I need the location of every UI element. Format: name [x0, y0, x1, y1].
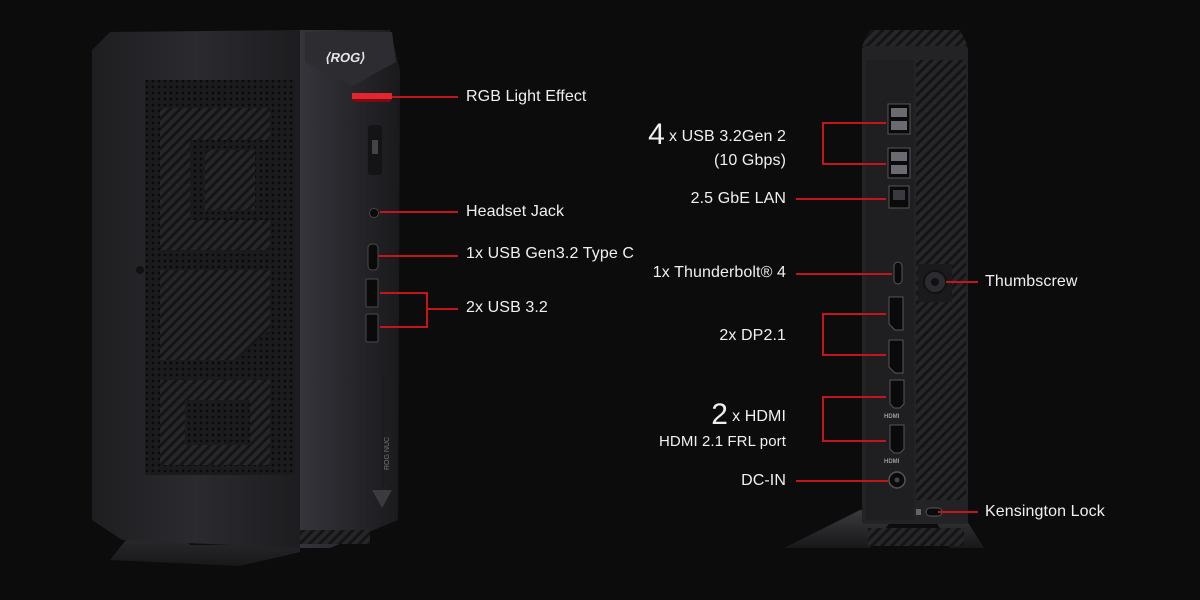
usb32-port-2: [365, 313, 379, 343]
svg-text:HDMI: HDMI: [884, 459, 900, 465]
callout-line-kensington: [938, 511, 978, 513]
callout-line-usbc: [378, 255, 458, 257]
dp-port-2: [888, 339, 904, 374]
callout-line-lan: [796, 198, 886, 200]
callout-bracket-usb32: [380, 292, 428, 294]
callout-line-headset: [380, 211, 458, 213]
label-kensington-lock: Kensington Lock: [985, 503, 1105, 520]
label-hdmi-sub: HDMI 2.1 FRL port: [658, 433, 786, 450]
svg-text:ROG NUC: ROG NUC: [384, 437, 391, 470]
hdmi-port-1: [889, 379, 905, 409]
usb-gen2-text: x USB 3.2Gen 2: [668, 128, 786, 145]
dp-port-1: [888, 296, 904, 331]
callout-line-thumbscrew: [946, 281, 978, 283]
callout-bracket-hdmi: [822, 396, 886, 398]
label-usb-c: 1x USB Gen3.2 Type C: [466, 245, 635, 262]
usb32-port-1: [365, 278, 379, 308]
hdmi-count: 2: [711, 398, 729, 431]
label-lan: 2.5 GbE LAN: [690, 190, 786, 207]
front-mesh-panel: [145, 80, 295, 475]
thunderbolt-port: [893, 261, 903, 285]
usb-gen2-count: 4: [648, 118, 665, 151]
label-headset-jack: Headset Jack: [466, 203, 565, 220]
svg-text:HDMI: HDMI: [884, 414, 900, 420]
label-dp: 2x DP2.1: [719, 327, 786, 344]
rgb-light-strip: [352, 93, 392, 99]
label-usb32: 2x USB 3.2: [466, 299, 548, 316]
hdmi-port-2: [889, 424, 905, 454]
label-rgb-light-effect: RGB Light Effect: [466, 88, 587, 105]
usb-c-port: [367, 243, 379, 271]
label-usb-gen2-speed: (10 Gbps): [713, 152, 786, 169]
rog-eye-logo: ⟨ROG⟩: [324, 50, 367, 65]
callout-line-dcin: [796, 480, 888, 482]
label-dc-in: DC-IN: [741, 472, 786, 489]
label-thunderbolt: 1x Thunderbolt® 4: [652, 264, 786, 281]
callout-bracket-usb-gen2: [822, 122, 886, 124]
callout-line-thunderbolt: [796, 273, 892, 275]
front-device: ⟨ROG⟩: [92, 30, 400, 566]
rear-device: HDMI HDMI: [784, 30, 984, 548]
headset-jack-port: [369, 208, 379, 218]
callout-line-rgb: [392, 96, 458, 98]
hdmi-text: x HDMI: [732, 408, 786, 425]
callout-bracket-dp: [822, 313, 886, 315]
label-thumbscrew: Thumbscrew: [985, 273, 1078, 290]
